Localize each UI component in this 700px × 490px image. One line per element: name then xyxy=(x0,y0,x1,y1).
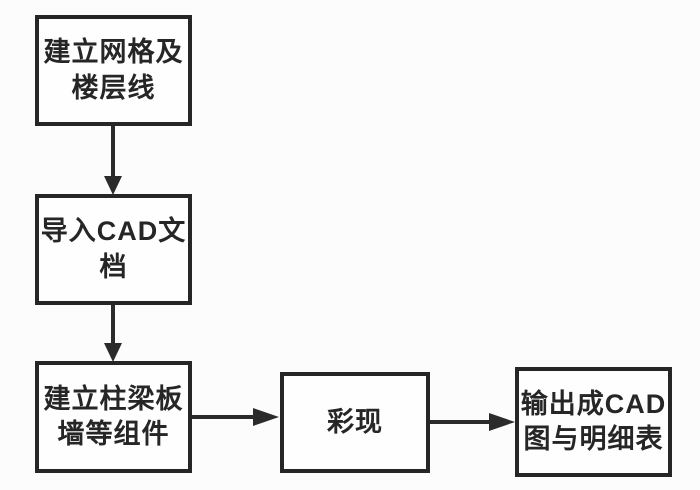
arrow-right-icon xyxy=(253,408,279,426)
arrow-right-shaft xyxy=(192,415,254,419)
node-label: 输出成CAD 图与明细表 xyxy=(520,388,667,454)
flowchart-node-import-cad-document: 导入CAD文 档 xyxy=(35,194,192,305)
node-label: 导入CAD文 档 xyxy=(40,216,187,282)
flowchart-node-create-grid-floorlines: 建立网格及 楼层线 xyxy=(35,15,192,126)
flowchart-node-create-components: 建立柱梁板 墙等组件 xyxy=(35,361,192,473)
arrow-down-icon xyxy=(104,176,122,195)
arrow-down-icon xyxy=(104,343,122,362)
flowchart-node-output-cad-schedule: 输出成CAD 图与明细表 xyxy=(515,367,672,477)
arrow-down-shaft xyxy=(111,305,115,344)
arrow-right-icon xyxy=(489,413,515,431)
node-label: 彩现 xyxy=(327,406,383,437)
flowchart-node-render: 彩现 xyxy=(280,372,430,473)
arrow-right-shaft xyxy=(430,420,490,424)
node-label: 建立网格及 楼层线 xyxy=(43,37,184,103)
arrow-down-shaft xyxy=(111,126,115,177)
node-label: 建立柱梁板 墙等组件 xyxy=(43,383,184,449)
